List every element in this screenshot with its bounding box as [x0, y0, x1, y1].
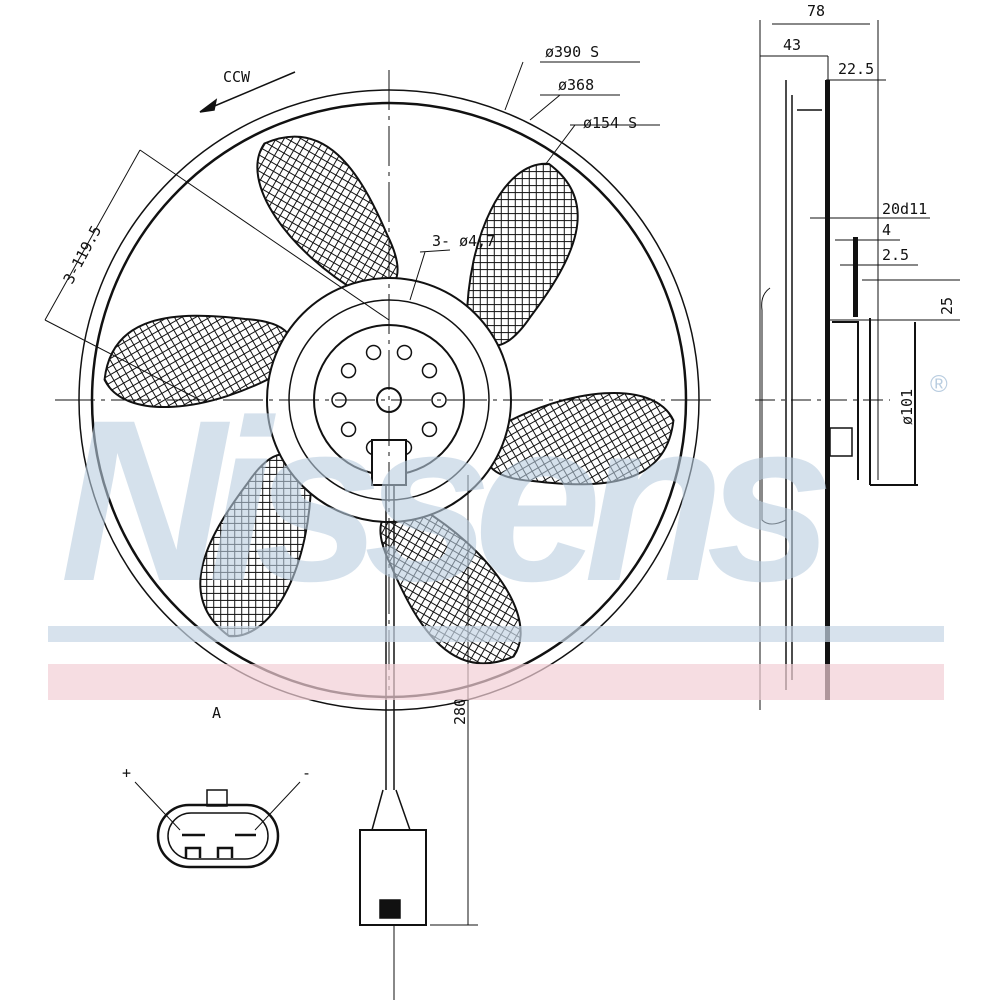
pin-leaders	[134, 781, 301, 831]
dim-depth-43: 43	[783, 36, 801, 54]
plug-latch	[379, 899, 401, 919]
connector-inner	[167, 812, 269, 860]
hub-hole	[340, 362, 357, 379]
dim-cable-length: 280	[451, 698, 469, 725]
hole-leader	[409, 249, 451, 301]
dim-bolt-circle: 3-119.5	[60, 223, 106, 287]
bolt-circle-dim-line	[44, 149, 390, 401]
fan-blades	[103, 135, 675, 665]
depth-dim-lines	[759, 20, 879, 710]
hub-hole	[421, 362, 438, 379]
watermark-stripe-red	[48, 664, 944, 700]
diameter-leaders	[504, 61, 660, 166]
connector-key	[206, 789, 228, 807]
fan-blade	[484, 391, 675, 486]
connector-body	[156, 803, 280, 869]
motor-profile	[832, 318, 918, 486]
motor-connector-profile	[829, 427, 853, 457]
hub-hole	[365, 344, 382, 361]
fan-blade	[379, 505, 522, 665]
dim-shaft: 20d11	[882, 200, 927, 218]
ccw-arrowhead	[199, 98, 218, 113]
dim-motor-diameter: ø101	[898, 389, 916, 425]
shaft-profile	[853, 237, 858, 317]
blade-profile	[785, 80, 822, 690]
dim-hub-diameter: ø154 S	[583, 114, 637, 132]
dim-shroud-diameter: ø368	[558, 76, 594, 94]
side-dim-lines	[761, 79, 960, 525]
connector-pinout	[134, 781, 301, 869]
registered-mark: ®	[930, 371, 948, 398]
positive-label: +	[122, 764, 131, 782]
dim-depth-22-5: 22.5	[838, 60, 874, 78]
watermark: Nissens ®	[48, 371, 948, 700]
ccw-arrow	[204, 71, 296, 111]
fan-blade	[199, 453, 313, 638]
watermark-stripe-blue	[48, 626, 944, 642]
front-view	[44, 61, 715, 1000]
hub-hole	[421, 421, 438, 438]
fan-blade	[103, 314, 294, 409]
dim-outer-diameter: ø390 S	[545, 43, 599, 61]
dim-mounting-holes: 3- ø4,7	[432, 232, 495, 250]
shroud-profile	[825, 80, 830, 700]
ccw-label: CCW	[223, 68, 251, 86]
hub-hole	[431, 392, 447, 408]
connector-pins	[182, 833, 256, 858]
dim-4: 4	[882, 221, 891, 239]
side-view	[755, 20, 960, 710]
hub-hole	[340, 421, 357, 438]
negative-label: -	[302, 764, 311, 782]
fan-blade	[256, 135, 399, 295]
view-label: A	[212, 704, 221, 722]
hub-hole	[396, 344, 413, 361]
dim-2-5: 2.5	[882, 246, 909, 264]
dim-25: 25	[938, 297, 956, 315]
watermark-text: Nissens	[60, 372, 827, 629]
fan-blade	[465, 162, 579, 347]
dim-total-depth: 78	[807, 2, 825, 20]
